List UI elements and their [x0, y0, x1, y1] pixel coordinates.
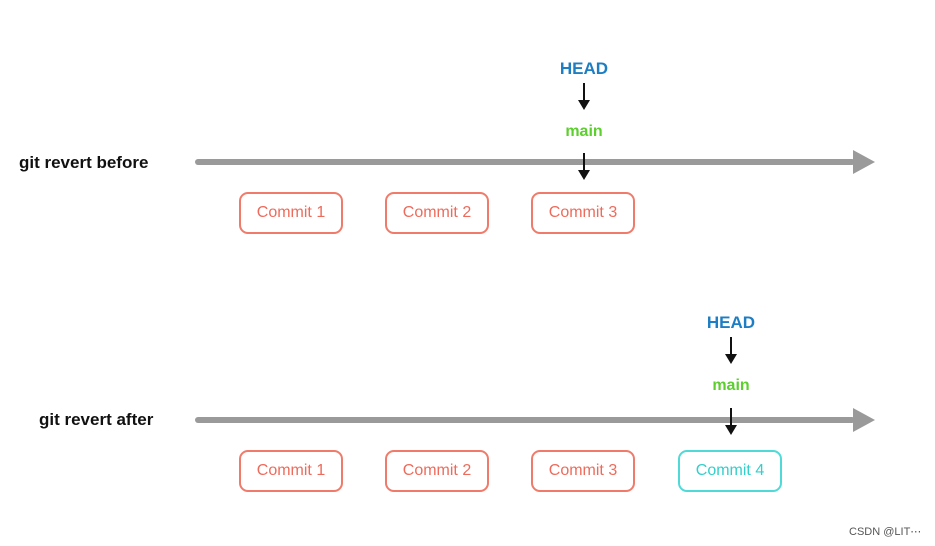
commit-4-after: Commit 4	[678, 450, 782, 492]
branch-label-before: main	[565, 123, 603, 140]
commit-3-after: Commit 3	[531, 450, 635, 492]
branch-pointer-arrow-before	[578, 153, 590, 180]
commit-1-after: Commit 1	[239, 450, 343, 492]
watermark: CSDN @LIT⋯	[849, 526, 922, 538]
head-label-before: HEAD	[559, 59, 609, 78]
timeline-before	[195, 159, 855, 165]
timeline-arrowhead-before	[853, 150, 875, 174]
commit-2-before: Commit 2	[385, 192, 489, 234]
commit-2-after: Commit 2	[385, 450, 489, 492]
head-pointer-arrow-after	[725, 337, 737, 364]
branch-label-after: main	[712, 377, 750, 394]
head-label-after: HEAD	[706, 313, 756, 332]
row-label-after: git revert after	[39, 410, 154, 429]
head-pointer-arrow-before	[578, 83, 590, 110]
branch-pointer-arrow-after	[725, 408, 737, 435]
timeline-after	[195, 417, 855, 423]
timeline-arrowhead-after	[853, 408, 875, 432]
row-label-before: git revert before	[19, 153, 149, 172]
commit-3-before: Commit 3	[531, 192, 635, 234]
commit-1-before: Commit 1	[239, 192, 343, 234]
